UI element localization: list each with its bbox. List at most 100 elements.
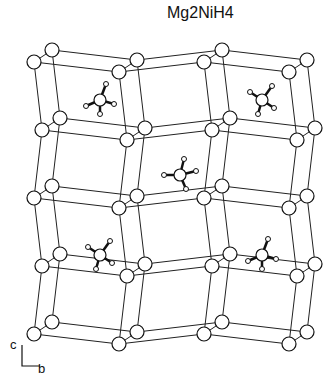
- lattice-line: [34, 130, 42, 198]
- mg-atom: [197, 55, 211, 69]
- lattice-line: [137, 264, 145, 332]
- h-atom: [266, 237, 271, 242]
- nih4-units: [84, 82, 279, 272]
- mg-atom: [308, 257, 322, 271]
- lattice-line: [307, 196, 315, 264]
- lattice-line: [137, 60, 145, 128]
- lattice-line: [289, 276, 297, 344]
- mg-atom: [197, 191, 211, 205]
- h-atom: [108, 239, 113, 244]
- lattice-line: [137, 196, 145, 264]
- h-atom: [260, 267, 265, 272]
- h-atom: [246, 259, 251, 264]
- axis-label: c: [10, 338, 17, 352]
- lattice-line: [289, 208, 297, 276]
- mg-atom: [45, 43, 59, 57]
- lattice-line: [52, 118, 60, 186]
- ni-atom: [174, 169, 186, 181]
- lattice-line: [307, 264, 315, 332]
- lattice-line: [222, 50, 230, 118]
- mg-atom: [138, 121, 152, 135]
- ni-atom: [94, 94, 106, 106]
- lattice-line: [52, 186, 137, 196]
- h-atom: [104, 82, 109, 87]
- lattice-line: [289, 140, 297, 208]
- mg-atom: [27, 327, 41, 341]
- mg-atom: [35, 259, 49, 273]
- nih4-tetrahedron: [248, 84, 277, 117]
- lattice-line: [42, 130, 127, 140]
- mg-atom: [35, 123, 49, 137]
- h-atom: [110, 261, 115, 266]
- h-atom: [270, 84, 275, 89]
- lattice-line: [204, 334, 289, 344]
- lattice-line: [212, 266, 297, 276]
- lattice-line: [42, 266, 127, 276]
- axis-line: [22, 345, 40, 366]
- h-atom: [274, 257, 279, 262]
- lattice-line: [222, 186, 230, 254]
- lattice-line: [52, 50, 60, 118]
- lattice-line: [52, 186, 60, 254]
- h-atom: [256, 112, 261, 117]
- mg-atom: [112, 65, 126, 79]
- lattice-line: [34, 266, 42, 334]
- h-atom: [94, 267, 99, 272]
- lattice-line: [222, 186, 307, 196]
- lattice-line: [119, 72, 127, 140]
- mg-atom: [130, 189, 144, 203]
- mg-atom: [205, 259, 219, 273]
- lattice-line: [222, 254, 230, 322]
- lattice-line: [307, 128, 315, 196]
- mg-atom: [282, 65, 296, 79]
- mg-atom: [27, 55, 41, 69]
- ni-atom: [256, 94, 268, 106]
- lattice-line: [204, 62, 289, 72]
- mg-atom: [138, 257, 152, 271]
- h-atom: [248, 90, 253, 95]
- mg-atom: [53, 247, 67, 261]
- mg-atom: [130, 53, 144, 67]
- lattice-line: [204, 198, 212, 266]
- lattice-line: [34, 62, 42, 130]
- lattice-line: [204, 62, 212, 130]
- mg-atom: [215, 315, 229, 329]
- lattice-line: [34, 198, 119, 208]
- lattice-line: [34, 62, 119, 72]
- lattice-line: [204, 130, 212, 198]
- lattice-line: [222, 50, 307, 60]
- lattice-line: [52, 254, 60, 322]
- h-atom: [98, 112, 103, 117]
- lattice-lines: [34, 50, 315, 344]
- h-atom: [194, 169, 199, 174]
- h-atom: [184, 187, 189, 192]
- axis-label: b: [38, 362, 45, 376]
- mg-atom: [282, 337, 296, 351]
- mg-atom: [205, 123, 219, 137]
- mg-atom: [130, 325, 144, 339]
- h-atom: [84, 104, 89, 109]
- h-atom: [272, 106, 277, 111]
- mg-atom: [53, 111, 67, 125]
- axis-marker: [22, 345, 40, 366]
- mg-atom: [45, 179, 59, 193]
- mg-atom: [27, 191, 41, 205]
- lattice-line: [289, 72, 297, 140]
- mg-atom: [120, 133, 134, 147]
- h-atom: [112, 102, 117, 107]
- mg-atom: [112, 337, 126, 351]
- mg-atom: [290, 269, 304, 283]
- nih4-tetrahedron: [246, 237, 279, 272]
- lattice-line: [52, 322, 137, 332]
- h-atom: [162, 173, 167, 178]
- ni-atom: [94, 249, 106, 261]
- mg-atom: [197, 327, 211, 341]
- lattice-line: [119, 140, 127, 208]
- lattice-line: [137, 128, 145, 196]
- mg-atom: [223, 247, 237, 261]
- mg-atom: [215, 43, 229, 57]
- mg-atom: [308, 121, 322, 135]
- figure-title: Mg2NiH4: [167, 4, 234, 22]
